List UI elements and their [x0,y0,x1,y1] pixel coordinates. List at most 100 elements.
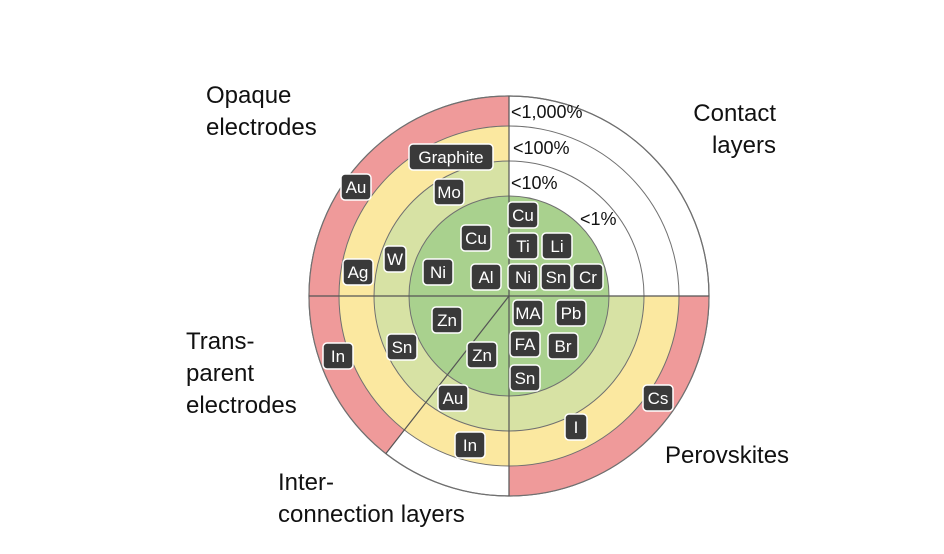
element-chip-bg [507,263,539,291]
element-chip-ma: MA [512,299,544,327]
element-chip-au-opaque: Au [340,173,372,201]
element-chip-text: Cs [648,389,669,408]
segment-divider [385,295,510,454]
element-chip-br: Br [547,332,579,360]
element-chip-in-inter: In [454,431,486,459]
label-opaque-line1: Opaque [206,82,292,109]
element-chip-text: Br [555,337,572,356]
label-interconnection-layers: Inter- connection layers [278,467,465,531]
element-chip-cu-contact: Cu [507,201,539,229]
element-chip-al: Al [470,263,502,291]
element-chip-au-inter: Au [437,384,469,412]
element-chip-bg [470,263,502,291]
element-chip-sn-contact: Sn [540,263,572,291]
element-chip-text: Al [478,268,493,287]
element-chip-ni-opaque: Ni [422,258,454,286]
element-chip-bg [460,224,492,252]
element-chip-text: Au [346,178,367,197]
element-chip-text: FA [515,335,536,354]
element-chip-bg [322,342,354,370]
element-chip-bg [383,245,407,273]
label-contact-line2: layers [711,132,776,159]
element-chip-li: Li [541,232,573,260]
element-chip-cs: Cs [642,384,674,412]
threshold-label-lt10: <100% [513,138,570,158]
element-chip-text: Sn [546,268,567,287]
element-chip-w: W [383,245,407,273]
element-chip-text: W [387,250,403,269]
element-chip-text: In [331,347,345,366]
element-chip-bg [340,173,372,201]
element-chip-graphite: Graphite [408,143,494,171]
label-transparent-line3: electrodes [186,392,297,419]
element-chip-text: Sn [515,369,536,388]
element-chip-bg [509,330,541,358]
element-chip-bg [509,364,541,392]
element-chip-bg [540,263,572,291]
element-chip-bg [454,431,486,459]
label-transparent-electrodes: Trans- parent electrodes [186,326,297,422]
element-chip-text: Li [550,237,563,256]
element-chip-bg [572,263,604,291]
element-chip-sn-perov: Sn [509,364,541,392]
element-chip-bg [466,341,498,369]
element-chip-text: Zn [472,346,492,365]
element-chip-ag: Ag [342,258,374,286]
label-transparent-line1: Trans- [186,328,255,355]
element-chip-text: Sn [392,338,413,357]
element-chip-text: Ti [516,237,530,256]
element-chip-bg [507,201,539,229]
element-chip-bg [541,232,573,260]
element-chip-bg [386,333,418,361]
label-contact-line1: Contact [693,100,776,127]
label-inter-line2: connection layers [278,501,465,528]
label-perovskites-line1: Perovskites [665,442,790,469]
element-chip-text: I [574,418,579,437]
element-chip-text: MA [515,304,541,323]
element-chip-mo: Mo [433,178,465,206]
element-chip-bg [555,299,587,327]
threshold-label-lt100: <10% [511,173,558,193]
element-chip-bg [642,384,674,412]
threshold-labels: <1,000%<100%<10%<1% [511,102,617,229]
element-chip-cr: Cr [572,263,604,291]
element-chip-ti: Ti [507,232,539,260]
label-opaque-electrodes: Opaque electrodes [206,80,317,144]
label-opaque-line2: electrodes [206,114,317,141]
element-chip-in-transparent: In [322,342,354,370]
element-chip-text: In [463,436,477,455]
element-chip-bg [422,258,454,286]
label-perovskites: Perovskites [665,440,789,472]
label-inter-line1: Inter- [278,469,335,496]
element-chip-text: Ni [430,263,446,282]
element-chip-text: Ni [515,268,531,287]
element-chip-bg [433,178,465,206]
element-chip-text: Pb [561,304,582,323]
element-chip-bg [408,143,494,171]
label-transparent-line2: parent [186,360,255,387]
element-chip-text: Au [443,389,464,408]
element-chip-ni-contact: Ni [507,263,539,291]
element-chip-bg [507,232,539,260]
element-chip-text: Cr [579,268,597,287]
element-chip-zn-transparent: Zn [431,306,463,334]
element-chip-text: Mo [437,183,461,202]
ring-sectors [308,95,710,497]
element-chip-zn-inter: Zn [466,341,498,369]
element-chip-text: Cu [465,229,487,248]
element-chip-bg [547,332,579,360]
element-chip-sn-transparent: Sn [386,333,418,361]
element-chip-bg [431,306,463,334]
element-chip-text: Ag [348,263,369,282]
element-chip-bg [437,384,469,412]
element-chip-pb: Pb [555,299,587,327]
element-chip-text: Zn [437,311,457,330]
element-chip-text: Cu [512,206,534,225]
element-chip-fa: FA [509,330,541,358]
threshold-label-lt1: <1,000% [511,102,583,122]
element-chip-cu-opaque: Cu [460,224,492,252]
element-chip-i: I [564,413,588,441]
element-chip-bg [564,413,588,441]
label-contact-layers: Contact layers [676,98,776,162]
